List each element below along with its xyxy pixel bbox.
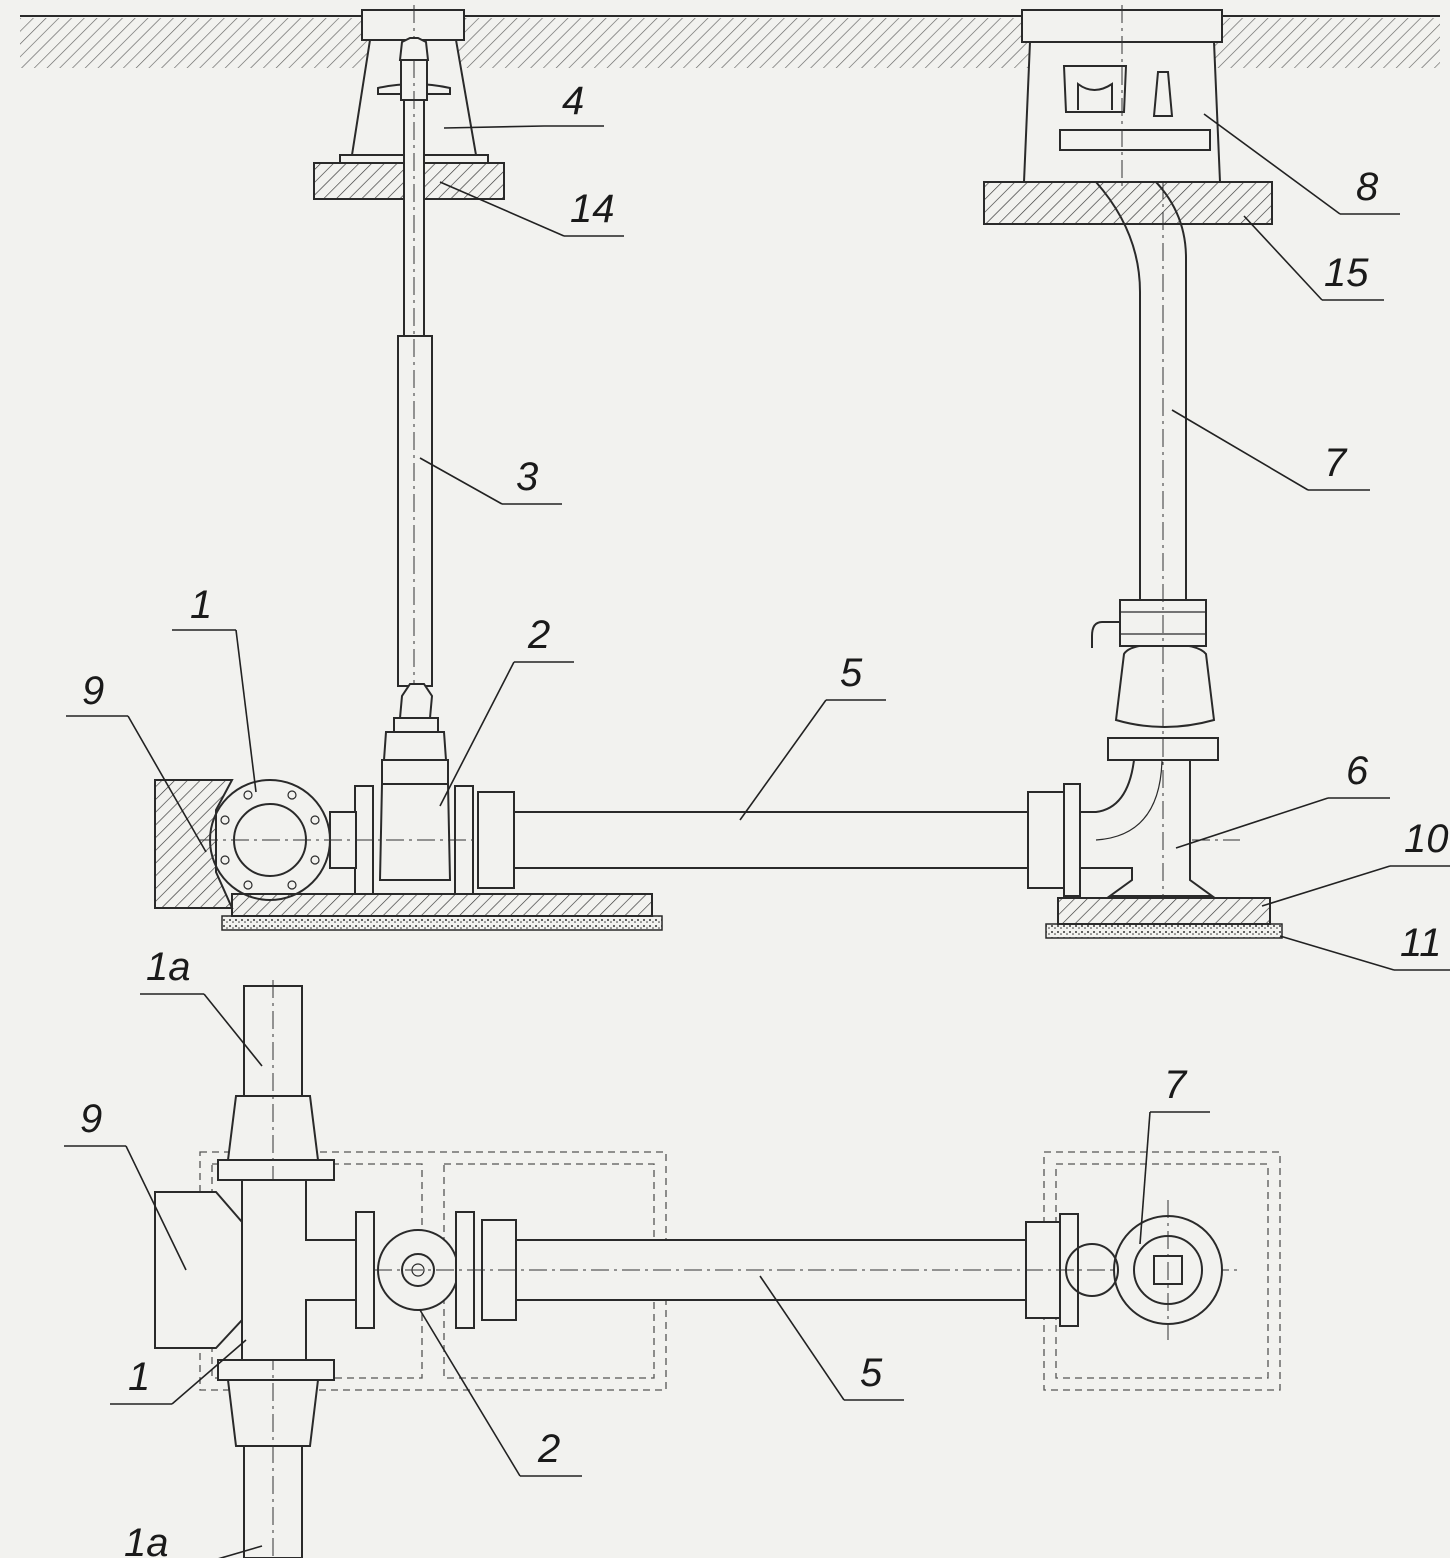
label-2-bottom: 2	[537, 1427, 560, 1471]
pipe-5	[477, 783, 1081, 897]
label-1a-bottom: 1a	[124, 1521, 169, 1558]
gravel-bed-11	[1045, 923, 1283, 939]
valve-gravel-bed	[221, 915, 663, 931]
label-3: 3	[516, 455, 538, 499]
foundation-10	[1057, 897, 1271, 925]
thrust-block-9	[154, 779, 234, 909]
plan-view	[154, 980, 1281, 1558]
label-9-bottom: 9	[80, 1097, 102, 1141]
label-15: 15	[1324, 251, 1369, 295]
label-14: 14	[570, 187, 615, 231]
label-5-top: 5	[840, 651, 863, 695]
pipe-5-plan	[374, 1213, 1240, 1327]
label-4: 4	[562, 79, 584, 123]
gate-valve-2	[354, 683, 474, 895]
label-1-top: 1	[190, 583, 212, 627]
hydrant-riser-7-plan	[1065, 1200, 1223, 1340]
label-10: 10	[1404, 817, 1449, 861]
elevation-view	[154, 5, 1283, 939]
label-11: 11	[1400, 921, 1442, 965]
hydrant-box-8	[1021, 5, 1223, 190]
leader-lines	[64, 113, 1450, 1558]
label-2-top: 2	[527, 613, 550, 657]
label-8: 8	[1356, 165, 1379, 209]
label-7-top: 7	[1324, 441, 1348, 485]
hydrant-drain-coupling	[1091, 599, 1216, 728]
label-5-bottom: 5	[860, 1351, 883, 1395]
tee-body-1-plan	[241, 1179, 357, 1361]
label-1-bottom: 1	[128, 1355, 150, 1399]
label-1a-top: 1a	[146, 945, 191, 989]
label-9-top: 9	[82, 669, 104, 713]
extension-spindle-3	[377, 37, 451, 880]
ground-surface	[20, 15, 1440, 68]
label-6: 6	[1346, 749, 1369, 793]
callout-labels: 4 14 3 1 2 9 5 8 15 7 6 10 11 1a 9 1 2 5…	[80, 79, 1449, 1558]
duckfoot-bend-6	[1079, 737, 1219, 897]
valve-foundation	[231, 893, 653, 917]
mains-pipe-1a	[217, 980, 335, 1558]
label-7-bottom: 7	[1164, 1063, 1188, 1107]
concrete-pad-15	[983, 181, 1273, 225]
thrust-block-9-plan	[154, 1191, 243, 1349]
